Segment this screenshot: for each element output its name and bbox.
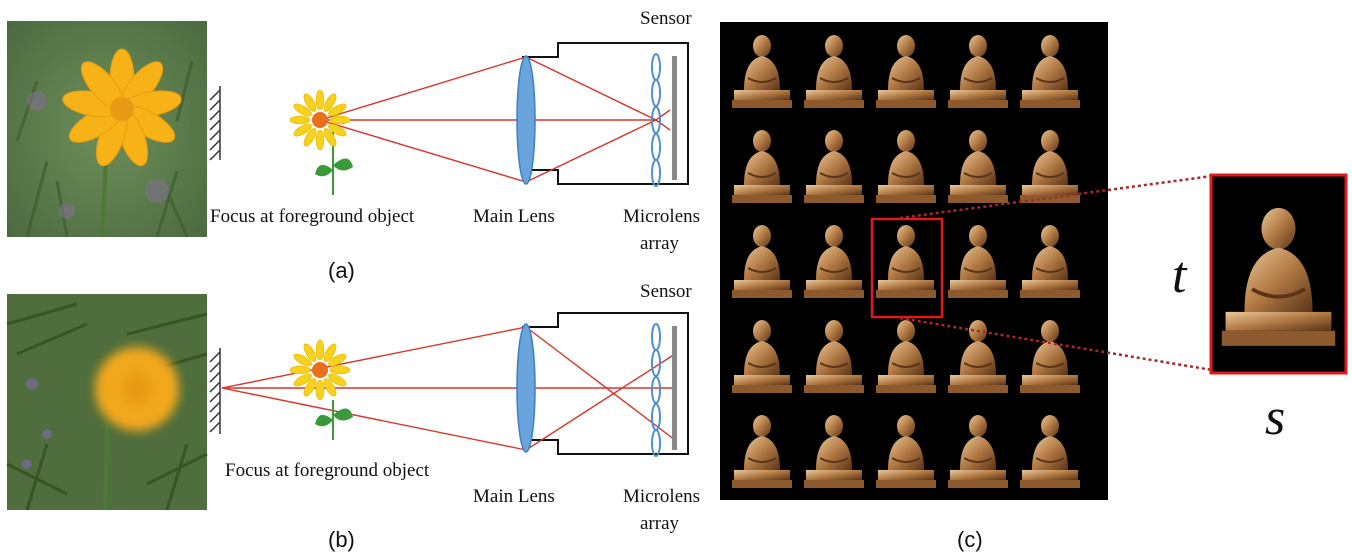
microlens-label-b-2: array [640,513,680,534]
light-rays [319,56,671,183]
main-lens [516,55,536,185]
object-label-b: Focus at foreground object [225,460,430,481]
microlens-label-a-1: Microlens [623,206,701,227]
sensor-plate [672,326,677,450]
optics-diagram-a [209,42,689,195]
wall-hatch [209,348,221,434]
caption-a: (a) [328,258,355,283]
microlens-label-b-1: Microlens [623,486,701,507]
main-lens-label-a: Main Lens [473,206,555,227]
photo-blurred-flower [6,294,208,511]
sunflower-icon [289,339,353,440]
sunflower-icon [289,89,353,195]
sensor-label-b: Sensor [640,281,692,302]
photo-focused-flower [7,21,207,238]
light-rays [221,326,676,451]
lightfield-subaperture-grid [720,22,1108,500]
main-lens-label-b: Main Lens [473,486,555,507]
main-lens [516,323,536,453]
axis-s-label: s [1265,389,1286,446]
camera-body [522,312,689,455]
object-label-a: Focus at foreground object [210,206,415,227]
optics-diagram-b [209,312,689,457]
microlens-array [651,323,661,457]
sensor-plate [672,56,677,180]
microlens-label-a-2: array [640,233,680,254]
zoomed-view [1209,173,1348,375]
caption-b: (b) [328,527,355,552]
wall-hatch [209,86,221,161]
selected-view-highlight [870,217,944,319]
axis-t-label: t [1172,247,1187,304]
camera-body [522,42,689,185]
caption-c: (c) [957,527,983,552]
sensor-label-a: Sensor [640,8,692,29]
microlens-array [651,53,661,187]
